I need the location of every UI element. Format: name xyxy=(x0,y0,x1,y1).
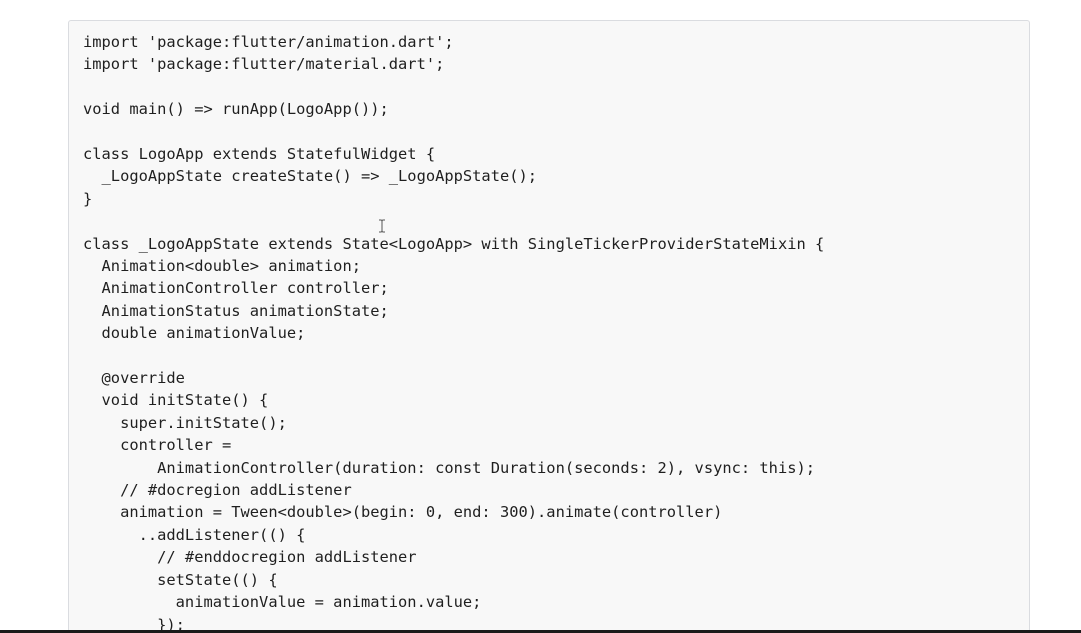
code-line: } xyxy=(83,189,93,208)
code-line: }); xyxy=(83,615,185,633)
code-line: double animationValue; xyxy=(83,324,306,343)
code-line xyxy=(83,121,1029,143)
code-line: // #docregion addListener xyxy=(83,481,352,500)
code-line: AnimationController controller; xyxy=(83,279,389,298)
code-line: ..addListener(() { xyxy=(83,525,306,544)
bottom-edge-bar xyxy=(0,630,1081,633)
code-line: void main() => runApp(LogoApp()); xyxy=(83,100,389,119)
code-line: class LogoApp extends StatefulWidget { xyxy=(83,145,436,163)
code-line xyxy=(83,76,1029,98)
code-panel: import 'package:flutter/animation.dart';… xyxy=(68,20,1030,633)
code-line xyxy=(83,210,1029,232)
code-line: setState(() { xyxy=(83,570,278,589)
code-line xyxy=(83,345,1029,367)
code-line: animationValue = animation.value; xyxy=(83,593,482,612)
code-line: // #enddocregion addListener xyxy=(83,548,417,567)
code-line: _LogoAppState createState() => _LogoAppS… xyxy=(83,167,538,186)
code-line: AnimationStatus animationState; xyxy=(83,301,389,320)
code-line: super.initState(); xyxy=(83,413,287,432)
code-line: import 'package:flutter/animation.dart'; xyxy=(83,33,454,51)
code-line: animation = Tween<double>(begin: 0, end:… xyxy=(83,503,723,522)
code-line: import 'package:flutter/material.dart'; xyxy=(83,55,445,74)
code-block[interactable]: import 'package:flutter/animation.dart';… xyxy=(69,21,1029,633)
code-line: AnimationController(duration: const Dura… xyxy=(83,458,816,477)
code-line: controller = xyxy=(83,436,232,455)
text-cursor-icon xyxy=(379,219,385,233)
code-line: @override xyxy=(83,369,185,388)
code-line: Animation<double> animation; xyxy=(83,257,361,276)
code-line: void initState() { xyxy=(83,391,269,410)
code-line: class _LogoAppState extends State<LogoAp… xyxy=(83,234,825,253)
